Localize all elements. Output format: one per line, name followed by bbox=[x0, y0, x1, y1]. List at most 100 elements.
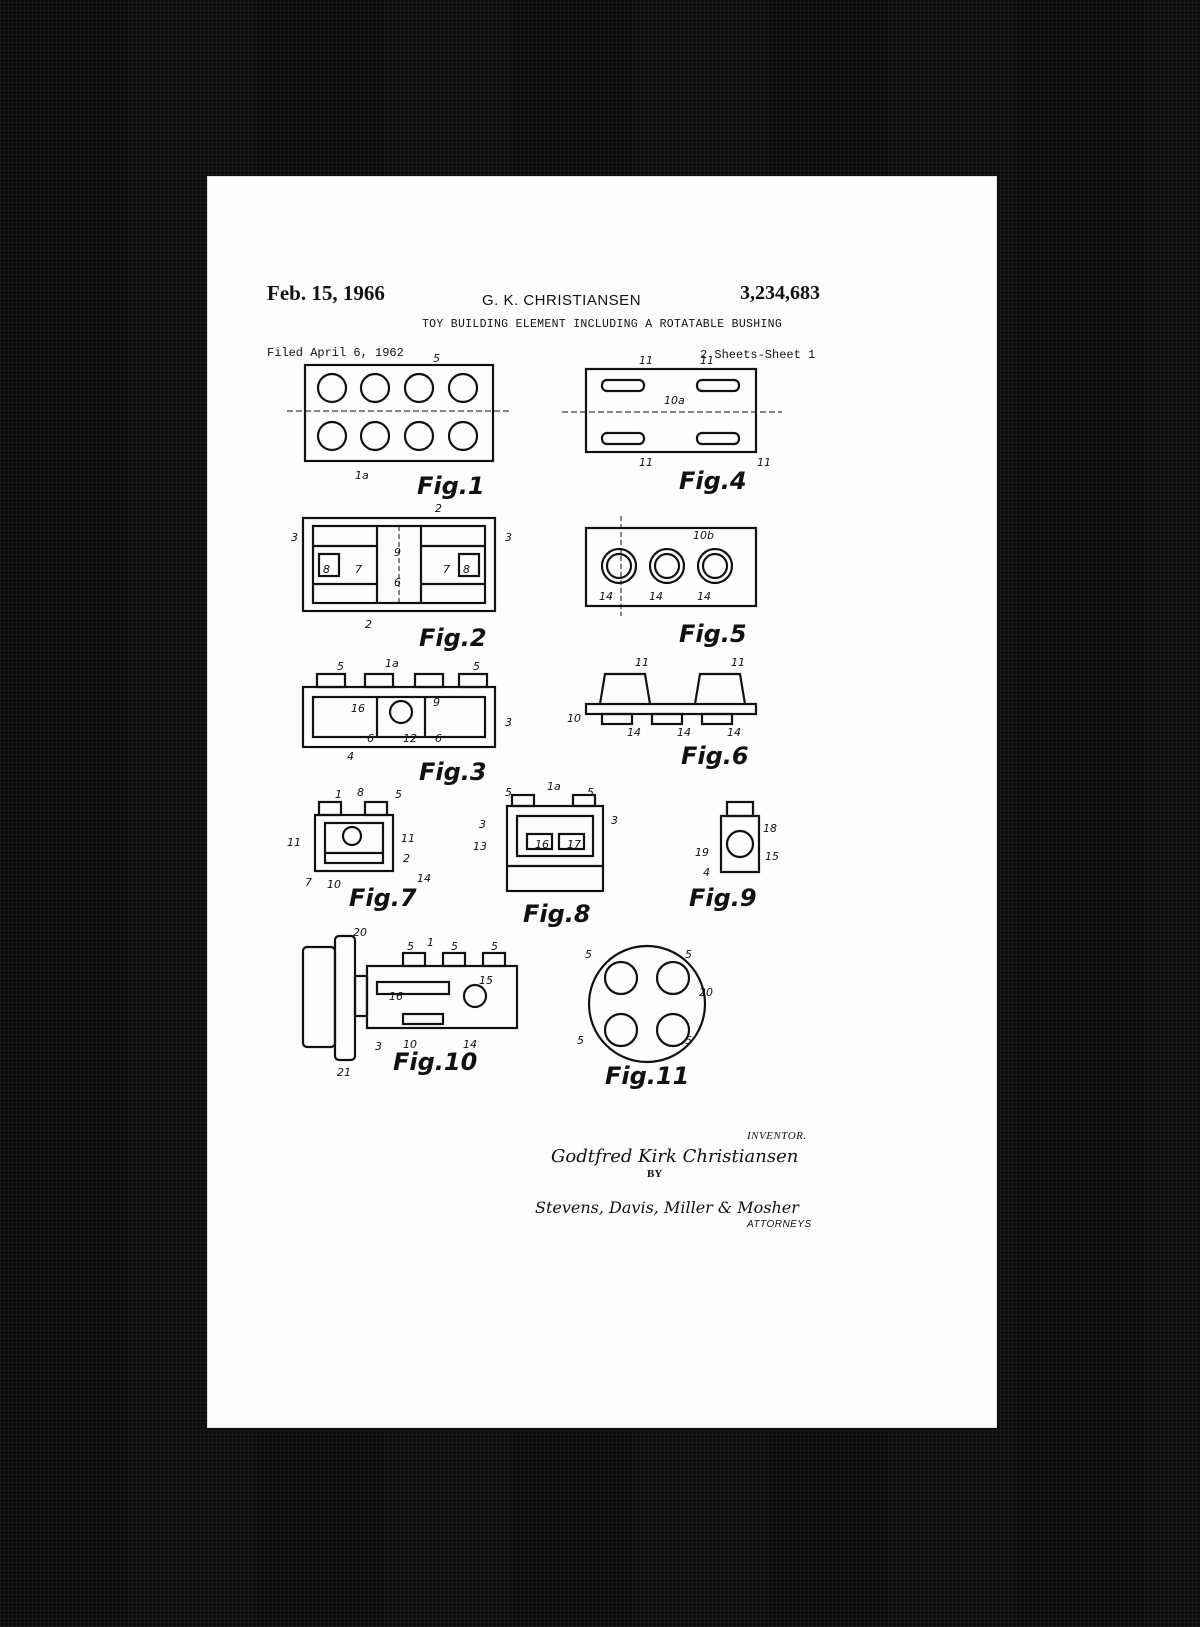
svg-text:9: 9 bbox=[394, 546, 401, 559]
svg-text:10: 10 bbox=[327, 878, 341, 891]
svg-text:18: 18 bbox=[763, 822, 777, 835]
svg-text:13: 13 bbox=[473, 840, 487, 853]
fig6-label: Fig.6 bbox=[681, 742, 749, 770]
svg-text:1a: 1a bbox=[355, 469, 369, 482]
svg-text:11: 11 bbox=[635, 656, 649, 669]
svg-text:11: 11 bbox=[639, 456, 653, 469]
attorneys-label: ATTORNEYS bbox=[747, 1219, 812, 1230]
svg-text:11: 11 bbox=[731, 656, 745, 669]
figure-1-drawing bbox=[287, 363, 512, 463]
reference-numerals: 5 1a 11 11 10a 11 11 2 3 3 8 7 9 6 7 8 2… bbox=[287, 352, 779, 1079]
patent-number: 3,234,683 bbox=[740, 282, 820, 304]
svg-text:1: 1 bbox=[427, 936, 434, 949]
svg-text:11: 11 bbox=[757, 456, 771, 469]
fig2-label: Fig.2 bbox=[419, 624, 487, 652]
svg-text:2: 2 bbox=[365, 618, 372, 631]
svg-text:6: 6 bbox=[435, 732, 442, 745]
svg-text:10b: 10b bbox=[693, 529, 714, 542]
svg-text:5: 5 bbox=[577, 1034, 584, 1047]
svg-text:7: 7 bbox=[443, 563, 450, 576]
svg-text:3: 3 bbox=[291, 531, 298, 544]
attorneys-signature: Stevens, Davis, Miller & Mosher bbox=[535, 1198, 799, 1217]
svg-text:5: 5 bbox=[505, 786, 512, 799]
figure-10-drawing bbox=[301, 934, 519, 1062]
by-label: BY bbox=[647, 1168, 663, 1180]
svg-text:14: 14 bbox=[599, 590, 613, 603]
patent-drawings: 5 1a 11 11 10a 11 11 2 3 3 8 7 9 6 7 8 2… bbox=[287, 352, 782, 1090]
svg-text:11: 11 bbox=[700, 354, 714, 367]
fig4-label: Fig.4 bbox=[679, 467, 747, 495]
svg-text:10a: 10a bbox=[664, 394, 685, 407]
svg-text:2: 2 bbox=[403, 852, 410, 865]
svg-text:5: 5 bbox=[587, 786, 594, 799]
svg-text:10: 10 bbox=[403, 1038, 417, 1051]
patent-date: Feb. 15, 1966 bbox=[267, 281, 385, 305]
svg-text:6: 6 bbox=[367, 732, 374, 745]
svg-text:14: 14 bbox=[677, 726, 691, 739]
figure-6-drawing bbox=[584, 672, 758, 726]
fig10-label: Fig.10 bbox=[393, 1048, 477, 1076]
fig11-label: Fig.11 bbox=[605, 1062, 689, 1090]
inventor-signature: Godtfred Kirk Christiansen bbox=[551, 1146, 799, 1167]
sheet-count: 2 Sheets-Sheet 1 bbox=[700, 348, 816, 362]
figure-3-drawing bbox=[301, 672, 497, 749]
svg-text:8: 8 bbox=[463, 563, 470, 576]
svg-text:3: 3 bbox=[479, 818, 486, 831]
svg-text:5: 5 bbox=[491, 940, 498, 953]
svg-text:1: 1 bbox=[335, 788, 342, 801]
svg-text:11: 11 bbox=[639, 354, 653, 367]
svg-text:4: 4 bbox=[703, 866, 710, 879]
svg-text:3: 3 bbox=[611, 814, 618, 827]
figure-9-drawing bbox=[719, 800, 761, 874]
svg-text:8: 8 bbox=[357, 786, 364, 799]
svg-text:5: 5 bbox=[585, 948, 592, 961]
svg-text:5: 5 bbox=[407, 940, 414, 953]
fig3-label: Fig.3 bbox=[419, 758, 487, 786]
svg-text:14: 14 bbox=[649, 590, 663, 603]
svg-text:1a: 1a bbox=[547, 780, 561, 793]
svg-text:10: 10 bbox=[567, 712, 581, 725]
svg-text:14: 14 bbox=[463, 1038, 477, 1051]
svg-text:7: 7 bbox=[305, 876, 312, 889]
figure-5-drawing bbox=[584, 516, 758, 616]
figure-7-drawing bbox=[313, 800, 395, 873]
svg-text:2: 2 bbox=[435, 502, 442, 515]
svg-text:20: 20 bbox=[699, 986, 713, 999]
fig9-label: Fig.9 bbox=[689, 884, 757, 912]
svg-text:15: 15 bbox=[479, 974, 493, 987]
svg-text:5: 5 bbox=[395, 788, 402, 801]
svg-text:3: 3 bbox=[375, 1040, 382, 1053]
svg-text:14: 14 bbox=[697, 590, 711, 603]
figure-2-drawing bbox=[301, 516, 497, 613]
svg-text:15: 15 bbox=[765, 850, 779, 863]
svg-text:20: 20 bbox=[353, 926, 367, 939]
svg-text:9: 9 bbox=[433, 696, 440, 709]
svg-text:12: 12 bbox=[403, 732, 417, 745]
fig8-label: Fig.8 bbox=[523, 900, 591, 928]
svg-text:17: 17 bbox=[567, 838, 581, 851]
figure-8-drawing bbox=[505, 793, 605, 893]
inventor-label: INVENTOR. bbox=[747, 1130, 807, 1142]
svg-text:5: 5 bbox=[451, 940, 458, 953]
svg-text:16: 16 bbox=[351, 702, 365, 715]
svg-text:11: 11 bbox=[287, 836, 301, 849]
patent-sheet: Feb. 15, 1966 G. K. CHRISTIANSEN 3,234,6… bbox=[207, 176, 997, 1428]
svg-text:6: 6 bbox=[394, 576, 401, 589]
fig7-label: Fig.7 bbox=[349, 884, 417, 912]
svg-text:7: 7 bbox=[355, 563, 362, 576]
filed-date: Filed April 6, 1962 bbox=[267, 346, 404, 360]
figure-4-drawing bbox=[562, 367, 782, 454]
svg-text:5: 5 bbox=[685, 948, 692, 961]
svg-text:3: 3 bbox=[505, 531, 512, 544]
svg-text:21: 21 bbox=[337, 1066, 351, 1079]
inventor-header: G. K. CHRISTIANSEN bbox=[482, 292, 642, 309]
fig5-label: Fig.5 bbox=[679, 620, 747, 648]
svg-text:5: 5 bbox=[337, 660, 344, 673]
svg-text:14: 14 bbox=[417, 872, 431, 885]
svg-text:5: 5 bbox=[433, 352, 440, 365]
svg-text:8: 8 bbox=[323, 563, 330, 576]
svg-text:4: 4 bbox=[347, 750, 354, 763]
svg-text:1a: 1a bbox=[385, 657, 399, 670]
fig1-label: Fig.1 bbox=[417, 472, 485, 500]
svg-text:5: 5 bbox=[473, 660, 480, 673]
